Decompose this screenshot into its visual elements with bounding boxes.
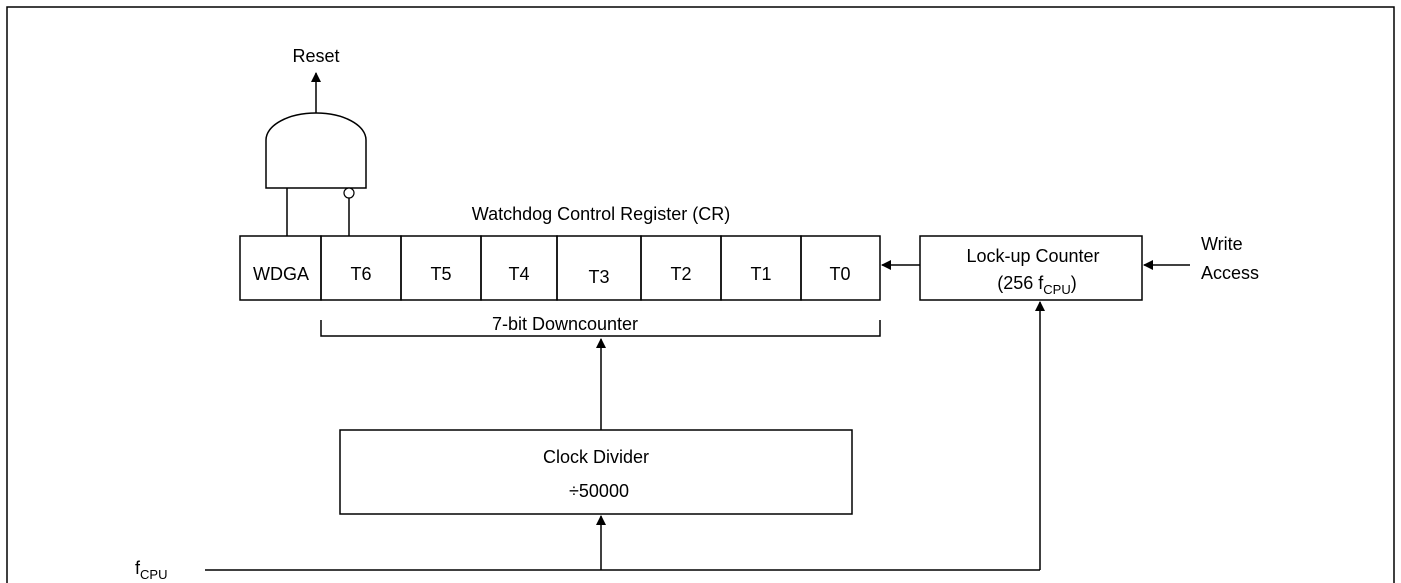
diagram-frame: [6, 6, 1395, 583]
register-bit-label: T4: [508, 264, 529, 284]
lockup-counter-title: Lock-up Counter: [966, 246, 1099, 266]
register-bit-label: T2: [670, 264, 691, 284]
control-register: WDGA T6 T5 T4 T3 T2 T1 T0: [239, 235, 881, 301]
clock-divider-title: Clock Divider: [543, 447, 649, 467]
register-bit-label: T3: [588, 267, 609, 287]
and-gate: [265, 112, 367, 189]
register-title: Watchdog Control Register (CR): [472, 204, 730, 224]
register-bit-label: WDGA: [253, 264, 309, 284]
fcpu-label: fCPU: [135, 558, 167, 582]
lockup-counter-box: [919, 235, 1143, 301]
register-bit-label: T6: [350, 264, 371, 284]
clock-divider-box: [339, 429, 853, 515]
register-bit-label: T0: [829, 264, 850, 284]
downcounter-bracket: [320, 320, 881, 337]
inverter-bubble: [343, 187, 355, 199]
reset-label: Reset: [292, 46, 339, 66]
register-cell-t0: [800, 235, 881, 301]
write-access-line1: Write: [1201, 234, 1243, 254]
register-bit-label: T1: [750, 264, 771, 284]
downcounter-label: 7-bit Downcounter: [492, 314, 638, 334]
clock-divider-ratio: ÷50000: [569, 481, 629, 501]
register-bit-label: T5: [430, 264, 451, 284]
write-access-line2: Access: [1201, 263, 1259, 283]
lockup-counter-rate: (256 fCPU): [997, 273, 1076, 297]
